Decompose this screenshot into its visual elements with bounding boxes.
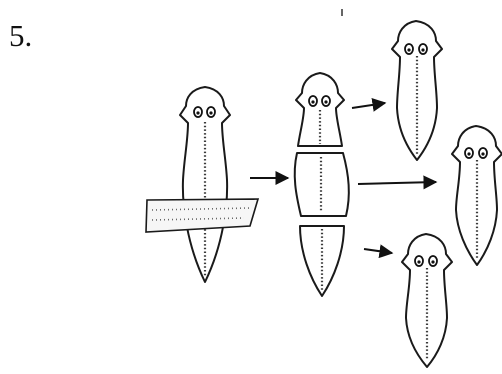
planarian-regenerated-icon <box>392 21 442 160</box>
planarian-middle-fragment-icon <box>295 153 349 216</box>
arrow-right-icon <box>358 182 436 184</box>
planarian-head-fragment-icon <box>296 73 344 146</box>
planarian-regenerated-icon <box>452 126 502 265</box>
arrow-right-icon <box>364 249 392 253</box>
scalpel-blade-icon <box>146 199 258 232</box>
planarian-whole-icon <box>180 87 230 282</box>
planarian-regenerated-icon <box>402 234 452 367</box>
planarian-tail-fragment-icon <box>300 226 344 296</box>
arrow-right-icon <box>352 103 385 108</box>
